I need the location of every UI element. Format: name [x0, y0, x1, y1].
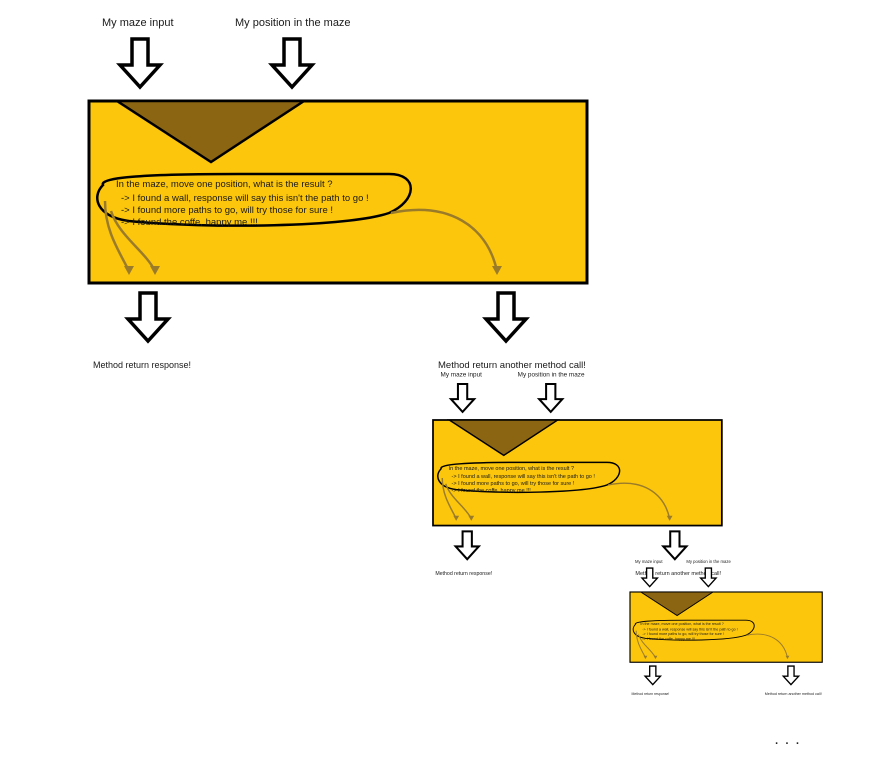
- maze-input-label: My maze input: [635, 559, 663, 564]
- result-coffee: -> I found the coffe, happy me !!!: [121, 217, 258, 228]
- maze-position-label: My position in the maze: [686, 559, 731, 564]
- maze-input-arrow: [640, 567, 659, 588]
- result-more-paths: -> I found more paths to go, will try th…: [642, 632, 724, 636]
- flow-arrow-coffee: [109, 210, 157, 272]
- flow-arrowhead: [666, 515, 673, 521]
- maze-position-arrow: [699, 567, 718, 588]
- flow-arrowhead: [653, 655, 658, 660]
- method-return-response-label: Method return response!: [93, 360, 191, 370]
- maze-position-arrow: [536, 383, 565, 414]
- result-question: In the maze, move one position, what is …: [640, 622, 723, 626]
- method-return-call-label: Method return another method call!: [765, 692, 822, 696]
- flow-arrow-wall: [103, 200, 131, 272]
- maze-input-label: My maze input: [102, 17, 174, 29]
- result-bubble: [437, 461, 621, 494]
- flow-arrow-wall: [441, 477, 457, 519]
- recursive-output-arrow: [660, 530, 689, 561]
- flow-arrowhead: [150, 266, 160, 275]
- flow-arrowhead: [785, 655, 790, 660]
- maze-position-arrow: [268, 37, 316, 90]
- maze-input-arrow: [116, 37, 164, 90]
- flow-arrowhead: [124, 266, 134, 275]
- recursion-level-3: My maze input My position in the maze In t…: [629, 559, 823, 696]
- response-output-arrow: [643, 665, 663, 686]
- maze-input-label: My maze input: [441, 372, 483, 379]
- method-return-response-label: Method return response!: [632, 692, 670, 696]
- result-wall: -> I found a wall, response will say thi…: [642, 628, 737, 632]
- result-more-paths: -> I found more paths to go, will try th…: [452, 481, 575, 487]
- recursion-level-2: My maze input My position in the maze In t…: [432, 372, 723, 577]
- maze-position-label: My position in the maze: [518, 372, 585, 379]
- method-return-call-label: Method return another method call!: [635, 571, 721, 577]
- method-funnel: [112, 99, 309, 164]
- result-question: In the maze, move one position, what is …: [116, 179, 333, 190]
- result-coffee: -> I found the coffe, happy me !!!: [452, 488, 532, 494]
- response-output-arrow: [124, 291, 172, 344]
- flow-arrowhead: [492, 266, 502, 275]
- result-coffee: -> I found the coffe, happy me !!!: [642, 637, 695, 641]
- maze-input-arrow: [448, 383, 477, 414]
- recursive-output-arrow: [482, 291, 530, 344]
- recursion-level-1: My maze input My position in the maze In t…: [87, 17, 589, 371]
- response-output-arrow: [453, 530, 482, 561]
- maze-position-label: My position in the maze: [235, 17, 351, 29]
- flow-arrow-more-paths: [746, 633, 788, 658]
- flow-arrowhead: [453, 515, 460, 521]
- result-question: In the maze, move one position, what is …: [449, 466, 574, 472]
- result-more-paths: -> I found more paths to go, will try th…: [121, 205, 333, 216]
- flow-arrow-more-paths: [390, 208, 499, 272]
- continuation-ellipsis: ...: [774, 731, 805, 748]
- flow-arrowhead: [468, 515, 475, 521]
- recursive-output-arrow: [781, 665, 801, 686]
- result-bubble: [96, 172, 412, 227]
- flow-arrow-wall: [635, 630, 646, 658]
- flow-arrow-more-paths: [608, 482, 671, 519]
- result-wall: -> I found a wall, response will say thi…: [121, 193, 369, 204]
- method-funnel: [446, 419, 561, 457]
- method-funnel: [639, 591, 715, 617]
- method-return-call-label: Method return another method call!: [438, 360, 586, 371]
- result-wall: -> I found a wall, response will say thi…: [452, 474, 596, 480]
- method-return-response-label: Method return response!: [435, 571, 492, 577]
- flow-arrowhead: [643, 655, 648, 660]
